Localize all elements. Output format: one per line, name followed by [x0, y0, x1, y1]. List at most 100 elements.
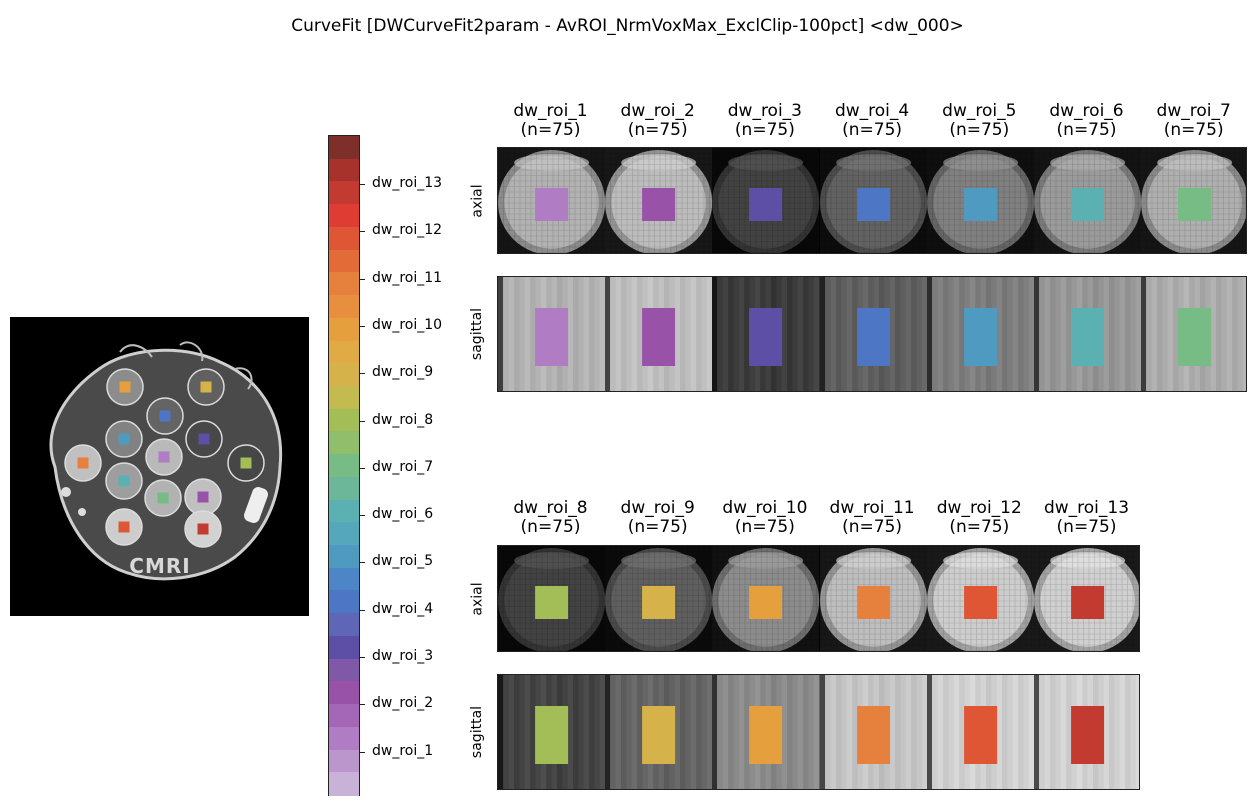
figure-title: CurveFit [DWCurveFit2param - AvROI_NrmVo…: [291, 16, 964, 36]
colorbar-segment: [329, 567, 359, 592]
colorbar-segment: [329, 590, 359, 614]
sagittal-slice-dw_roi_10: [712, 675, 820, 789]
roi-voxel-count: (n=75): [1056, 517, 1117, 537]
colorbar-segment: [329, 613, 359, 637]
colorbar-segment: [329, 704, 359, 728]
colorbar-tick-label: dw_roi_9: [372, 364, 434, 381]
axial-slice-panel: [497, 545, 1141, 652]
colorbar-tick: [360, 751, 365, 753]
colorbar-segment: [329, 545, 359, 569]
colorbar-tick: [360, 657, 365, 658]
roi-colorbar: [328, 135, 360, 796]
colorbar-tick: [360, 704, 365, 706]
overview-roi-marker: [240, 457, 252, 469]
overview-roi-marker: [119, 381, 131, 393]
colorbar-tick-label: dw_roi_3: [372, 648, 434, 664]
colorbar-tick-label: dw_roi_11: [372, 269, 443, 286]
roi-voxel-count: (n=75): [1056, 120, 1117, 140]
roi-column-header: dw_roi_12(n=75): [925, 499, 1033, 537]
roi-voxel-count: (n=75): [842, 517, 903, 537]
colorbar-tick-label: dw_roi_1: [372, 742, 434, 759]
sagittal-slice-dw_roi_13: [1034, 675, 1140, 789]
roi-name: dw_roi_5: [942, 101, 1017, 121]
colorbar-segment: [329, 499, 359, 523]
axial-slice-dw_roi_10: [712, 546, 820, 651]
overview-roi-marker: [159, 410, 171, 422]
colorbar-segment: [329, 385, 359, 410]
colorbar-tick: [360, 325, 365, 327]
colorbar-segment: [329, 431, 359, 455]
roi-column-header: dw_roi_1(n=75): [497, 102, 605, 140]
sagittal-slice-dw_roi_12: [926, 675, 1034, 789]
colorbar-tick-label: dw_roi_2: [372, 695, 434, 712]
colorbar-tick: [360, 231, 365, 233]
overview-roi-marker: [157, 492, 169, 504]
phantom-overview-image: CMRI: [10, 317, 309, 616]
colorbar-segment: [329, 204, 359, 228]
colorbar-segment: [329, 522, 359, 546]
colorbar-tick-label: dw_roi_6: [372, 506, 434, 523]
colorbar-tick-label: dw_roi_12: [372, 222, 443, 239]
overview-roi-marker: [118, 521, 130, 533]
sagittal-slice-panel: [497, 276, 1248, 392]
overview-roi-marker: [198, 433, 210, 445]
overview-roi-marker: [118, 475, 130, 487]
overview-roi-marker: [197, 523, 209, 535]
sagittal-row-label: sagittal: [469, 705, 485, 759]
colorbar-segment: [329, 158, 359, 183]
roi-name: dw_roi_13: [1043, 498, 1130, 518]
sagittal-row-label: sagittal: [469, 307, 485, 361]
roi-column-header: dw_roi_7(n=75): [1140, 102, 1248, 140]
colorbar-tick: [360, 278, 365, 280]
colorbar-tick-label: dw_roi_13: [372, 175, 443, 191]
roi-voxel-count: (n=75): [520, 120, 581, 140]
overview-roi-marker: [77, 457, 89, 469]
roi-name: dw_roi_8: [513, 498, 588, 518]
axial-slice-dw_roi_3: [712, 148, 820, 253]
sagittal-slice-dw_roi_6: [1034, 277, 1142, 391]
colorbar-segment: [329, 454, 359, 478]
sagittal-slice-dw_roi_11: [819, 675, 927, 789]
axial-slice-dw_roi_11: [819, 546, 927, 651]
sagittal-slice-dw_roi_1: [498, 277, 606, 391]
sagittal-slice-dw_roi_8: [498, 675, 606, 789]
colorbar-tick-label: dw_roi_5: [372, 553, 434, 570]
roi-voxel-count: (n=75): [627, 120, 688, 140]
roi-column-header: dw_roi_11(n=75): [818, 499, 926, 537]
axial-slice-dw_roi_4: [819, 148, 927, 253]
colorbar-segment: [329, 635, 359, 660]
roi-voxel-count: (n=75): [842, 120, 903, 140]
sagittal-slice-dw_roi_3: [712, 277, 820, 391]
roi-name: dw_roi_9: [620, 498, 695, 518]
roi-column-header: dw_roi_2(n=75): [604, 102, 712, 140]
colorbar-tick: [360, 609, 365, 611]
roi-column-header: dw_roi_6(n=75): [1033, 102, 1141, 140]
sagittal-slice-panel: [497, 674, 1141, 790]
colorbar-segment: [329, 476, 359, 501]
colorbar-segment: [329, 681, 359, 705]
colorbar-tick: [360, 515, 365, 517]
roi-column-header: dw_roi_4(n=75): [818, 102, 926, 140]
axial-slice-dw_roi_7: [1141, 148, 1247, 253]
roi-name: dw_roi_4: [834, 101, 910, 121]
roi-voxel-count: (n=75): [949, 517, 1010, 537]
colorbar-segment: [329, 295, 359, 319]
colorbar-segment: [329, 363, 359, 387]
colorbar-tick-label: dw_roi_8: [372, 411, 434, 428]
sagittal-slice-dw_roi_7: [1141, 277, 1247, 391]
overview-roi-marker: [158, 451, 170, 463]
colorbar-segment: [329, 317, 359, 342]
axial-slice-dw_roi_6: [1034, 148, 1142, 253]
colorbar-tick: [360, 467, 365, 469]
roi-column-header: dw_roi_13(n=75): [1033, 499, 1141, 537]
axial-row-label: axial: [469, 183, 485, 218]
roi-name: dw_roi_11: [829, 498, 915, 518]
colorbar-tick: [360, 184, 365, 185]
roi-name: dw_roi_10: [722, 498, 808, 518]
roi-name: dw_roi_2: [620, 101, 695, 121]
sagittal-slice-dw_roi_2: [605, 277, 713, 391]
colorbar-tick: [360, 562, 365, 564]
colorbar-segment: [329, 181, 359, 205]
roi-column-header: dw_roi_8(n=75): [497, 499, 605, 537]
colorbar-tick: [360, 420, 365, 422]
